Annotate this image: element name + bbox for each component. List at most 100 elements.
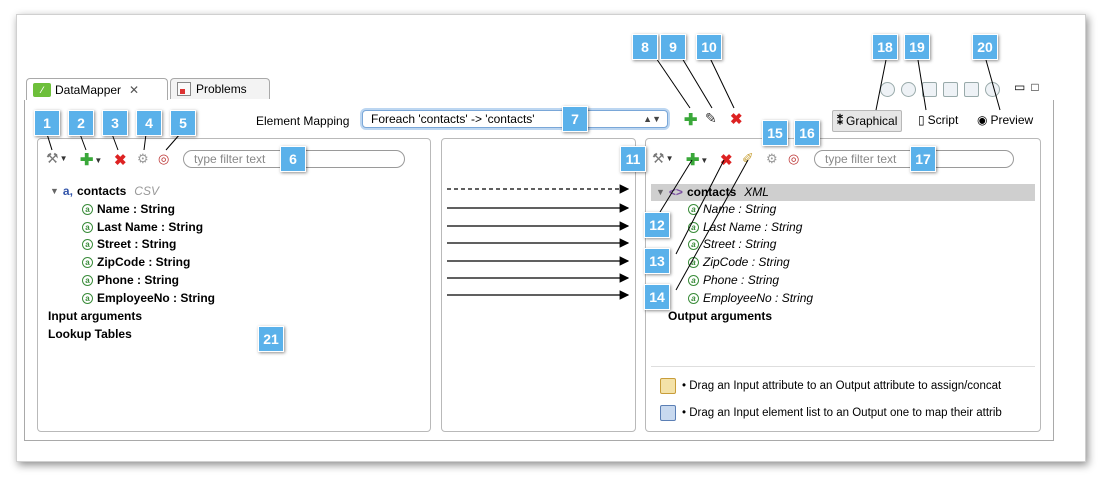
callout-17: 17	[910, 146, 936, 172]
preview-label: Preview	[990, 113, 1034, 127]
script-icon: ▯	[918, 113, 925, 127]
tab-datamapper[interactable]: ⁄ DataMapper ✕	[26, 78, 168, 101]
help-icon[interactable]	[985, 82, 1000, 97]
problems-icon	[177, 82, 191, 96]
output-arguments-item[interactable]: Output arguments	[668, 309, 772, 323]
add-output-icon[interactable]: ✚▼	[686, 152, 709, 169]
delete-input-icon[interactable]: ✖	[114, 152, 127, 169]
delete-mapping-icon[interactable]: ✖	[730, 111, 743, 128]
callout-14: 14	[644, 284, 670, 310]
select-arrows-icon: ▲▼	[643, 114, 661, 124]
map-list-hint-icon	[660, 405, 676, 421]
tab-problems-label: Problems	[196, 82, 247, 96]
save-icon[interactable]	[943, 82, 958, 97]
input-arguments-item[interactable]: Input arguments	[48, 309, 143, 323]
back-icon[interactable]	[880, 82, 895, 97]
hide-icon[interactable]: ◎	[158, 151, 170, 166]
expand-triangle-icon[interactable]: ▼	[50, 186, 59, 196]
attribute-icon: a	[82, 256, 93, 268]
tab-problems[interactable]: Problems	[170, 78, 270, 99]
eraser-icon[interactable]: ✐	[742, 150, 754, 166]
expand-triangle-icon[interactable]: ▼	[656, 187, 665, 197]
assign-hint-icon	[660, 378, 676, 394]
delete-output-icon[interactable]: ✖	[720, 152, 733, 169]
datamapper-icon: ⁄	[33, 83, 51, 97]
add-mapping-icon[interactable]: ✚	[684, 112, 698, 129]
callout-2: 2	[68, 110, 94, 136]
gear-icon[interactable]: ⚙	[766, 151, 778, 166]
input-root-name: contacts	[76, 184, 127, 198]
callout-9: 9	[660, 34, 686, 60]
callout-6: 6	[280, 146, 306, 172]
callout-12: 12	[644, 212, 670, 238]
input-panel	[37, 138, 431, 432]
callout-8: 8	[632, 34, 658, 60]
script-button[interactable]: ▯ Script	[918, 110, 958, 130]
eye-icon: ◉	[977, 113, 988, 127]
callout-7: 7	[562, 106, 588, 132]
attribute-icon: a	[688, 256, 699, 268]
graphical-icon: ⁑	[837, 114, 843, 128]
mapping-panel	[441, 138, 636, 432]
hint-assign: • Drag an Input attribute to an Output a…	[660, 378, 1001, 394]
element-mapping-value: Foreach 'contacts' -> 'contacts'	[371, 112, 535, 126]
csv-element-icon: a,	[62, 184, 73, 198]
attribute-icon: a	[82, 292, 93, 304]
attribute-icon: a	[82, 221, 93, 233]
element-mapping-select[interactable]: Foreach 'contacts' -> 'contacts' ▲▼	[362, 110, 668, 128]
graphical-label: Graphical	[846, 114, 898, 128]
output-root-type: XML	[744, 185, 769, 199]
edit-mapping-icon[interactable]: ✎	[705, 110, 717, 126]
forward-icon[interactable]	[901, 82, 916, 97]
attribute-icon: a	[688, 274, 699, 286]
callout-4: 4	[136, 110, 162, 136]
graphical-button[interactable]: ⁑ Graphical	[832, 110, 903, 132]
wizard-icon[interactable]: ⚒▼	[652, 150, 674, 166]
layout-icon[interactable]	[922, 82, 937, 97]
hint-divider	[651, 366, 1035, 367]
lookup-tables-item[interactable]: Lookup Tables	[48, 327, 132, 341]
attribute-icon: a	[82, 203, 93, 215]
view-toolbar-icons	[880, 82, 1000, 97]
hint-map-list: • Drag an Input element list to an Outpu…	[660, 405, 1002, 421]
attribute-icon: a	[688, 203, 699, 215]
minimize-icon[interactable]: ▭	[1014, 80, 1026, 94]
xml-element-icon: <>	[668, 185, 683, 199]
output-root-row[interactable]: ▼ <> contacts XML	[656, 185, 769, 199]
script-label: Script	[927, 113, 959, 127]
attribute-icon: a	[688, 238, 699, 250]
maximize-icon[interactable]: □	[1031, 80, 1039, 94]
callout-11: 11	[620, 146, 646, 172]
preview-button[interactable]: ◉ Preview	[977, 110, 1033, 130]
callout-3: 3	[102, 110, 128, 136]
callout-20: 20	[972, 34, 998, 60]
input-root-row[interactable]: ▼ a, contacts CSV	[50, 184, 159, 198]
close-icon[interactable]: ✕	[129, 83, 140, 97]
callout-15: 15	[762, 120, 788, 146]
add-input-icon[interactable]: ✚▼	[80, 152, 103, 169]
output-root-name: contacts	[686, 185, 737, 199]
wizard-icon[interactable]: ⚒▼	[46, 150, 68, 166]
callout-19: 19	[904, 34, 930, 60]
callout-16: 16	[794, 120, 820, 146]
element-mapping-label: Element Mapping	[256, 114, 350, 128]
hide-icon[interactable]: ◎	[788, 151, 800, 166]
attribute-icon: a	[688, 221, 699, 233]
tree-icon[interactable]	[964, 82, 979, 97]
attribute-icon: a	[82, 274, 93, 286]
window-controls: ▭ □	[1014, 80, 1039, 94]
gear-icon[interactable]: ⚙	[137, 151, 149, 166]
tab-datamapper-label: DataMapper	[55, 83, 122, 97]
